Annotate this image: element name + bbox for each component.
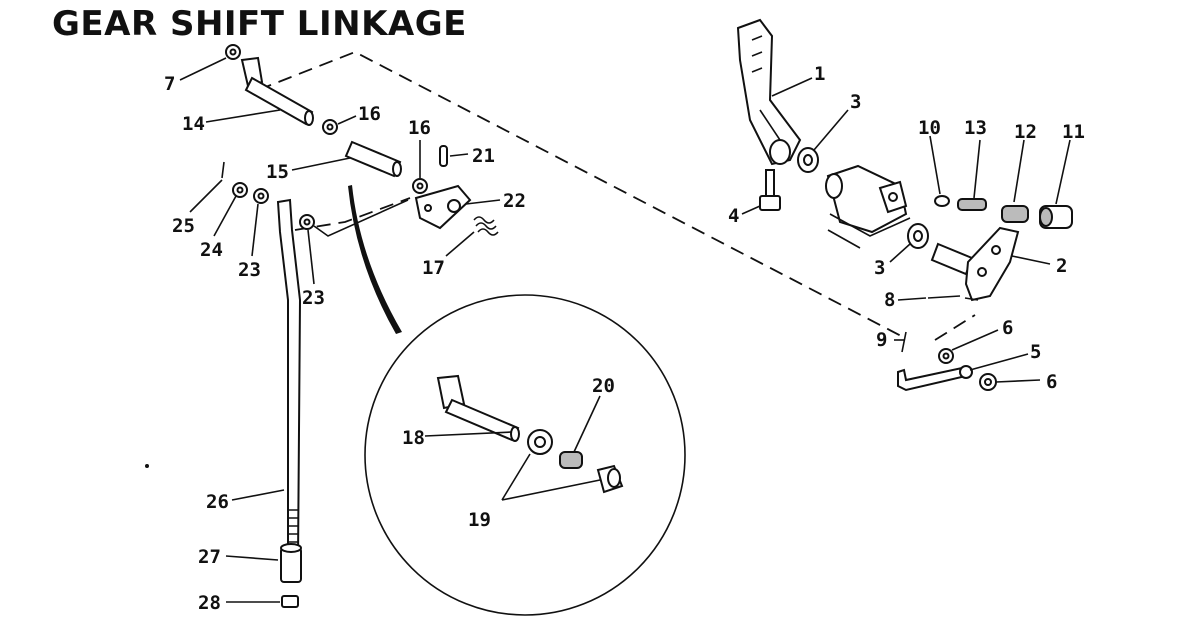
part-washer-23b [299, 214, 315, 230]
part-washer-16a [322, 119, 338, 135]
part-link-5 [897, 365, 973, 392]
part-bracket-22 [414, 184, 472, 230]
part-washer-7 [225, 44, 241, 60]
callout-21: 21 [472, 145, 495, 167]
part-detail-spring-20 [559, 451, 583, 469]
callout-8: 8 [884, 289, 895, 311]
callout-4: 4 [728, 205, 739, 227]
part-detent-12 [1001, 205, 1029, 223]
callout-13: 13 [964, 117, 987, 139]
callout-23: 23 [238, 259, 261, 281]
part-cap-10 [1039, 205, 1073, 229]
part-nut-28 [281, 595, 299, 608]
callout-16: 16 [408, 117, 431, 139]
part-washer-16b [412, 178, 428, 194]
part-spring-13 [957, 198, 987, 211]
callout-25: 25 [172, 215, 195, 237]
callout-5: 5 [1030, 341, 1041, 363]
part-pin-21 [439, 145, 448, 167]
part-detail-pin-18 [436, 374, 520, 442]
stray-dot-mark [145, 464, 149, 468]
detail-pointer [348, 185, 402, 334]
callout-22: 22 [503, 190, 526, 212]
callout-28: 28 [198, 592, 221, 614]
part-pin-8 [927, 295, 961, 299]
connector-line-a [964, 297, 979, 301]
part-pin-9 [901, 331, 907, 353]
callout-7: 7 [164, 73, 175, 95]
callout-26: 26 [206, 491, 229, 513]
part-washer-6b [979, 373, 997, 391]
part-pin-14 [240, 56, 314, 126]
part-shift-lever-1 [736, 18, 802, 166]
part-washer-3a [797, 147, 819, 173]
callout-3: 3 [874, 257, 885, 279]
part-washer-3b [907, 223, 929, 249]
callout-27: 27 [198, 546, 221, 568]
callout-6: 6 [1046, 371, 1057, 393]
callout-20: 20 [592, 375, 615, 397]
diagram-title: GEAR SHIFT LINKAGE [52, 4, 467, 44]
part-lever-arm-2 [930, 226, 1020, 302]
leader-lines [179, 57, 1071, 603]
part-bushing-15 [344, 140, 402, 178]
link-rod-short [313, 199, 409, 237]
callout-9: 9 [876, 329, 887, 351]
detail-circle [364, 294, 686, 616]
assembly-dashed-line-2 [294, 197, 411, 231]
part-detail-bushing-19b [596, 464, 624, 494]
part-bolt-4 [759, 169, 781, 211]
part-detail-bushing-19a [527, 429, 553, 455]
assembly-dashed-line [257, 51, 906, 339]
callout-3: 3 [850, 91, 861, 113]
callout-12: 12 [1014, 121, 1037, 143]
callout-11: 10 [918, 117, 941, 139]
callout-19: 19 [468, 509, 491, 531]
callout-23: 23 [302, 287, 325, 309]
callout-16: 16 [358, 103, 381, 125]
part-shift-housing [825, 164, 911, 249]
callout-1: 1 [814, 63, 825, 85]
part-washer-23a [253, 188, 269, 204]
part-spring-17 [473, 216, 499, 236]
part-washer-6a [938, 348, 954, 364]
callout-6: 6 [1002, 317, 1013, 339]
part-ball-11 [934, 195, 950, 207]
assembly-dashed-line-3 [934, 314, 976, 341]
callout-24: 24 [200, 239, 223, 261]
part-shift-rod-26 [276, 198, 302, 561]
part-pin-25 [221, 161, 225, 179]
callout-labels: 7 14 16 16 15 21 22 17 25 24 23 23 26 27… [164, 63, 1085, 614]
callout-15: 15 [266, 161, 289, 183]
callout-10: 11 [1062, 121, 1085, 143]
callout-17: 17 [422, 257, 445, 279]
part-coupler-27 [280, 543, 302, 583]
callout-2: 2 [1056, 255, 1067, 277]
callout-18: 18 [402, 427, 425, 449]
part-washer-24 [232, 182, 248, 198]
callout-14: 14 [182, 113, 205, 135]
